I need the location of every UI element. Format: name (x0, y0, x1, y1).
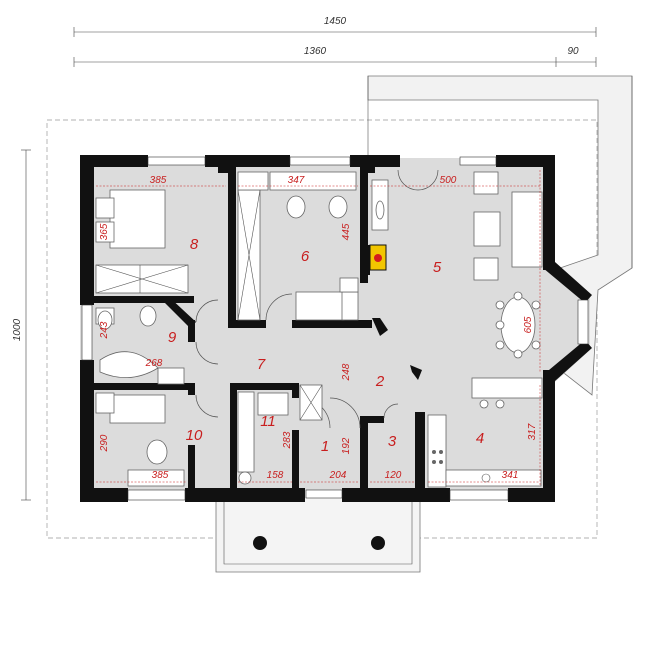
room-number-8: 8 (190, 236, 199, 253)
room-number-10: 10 (186, 427, 203, 444)
exterior-walls (80, 155, 592, 502)
dim-total-depth: 1000 (12, 318, 23, 341)
dim-room-9-depth: 243 (99, 321, 110, 339)
dim-room-10-depth: 290 (99, 434, 110, 452)
dim-room-4-width: 341 (502, 470, 519, 481)
room-dimension-lines (96, 170, 541, 486)
dim-total-width: 1450 (324, 16, 347, 27)
room-number-2: 2 (375, 373, 385, 390)
dim-hall-depth: 248 (341, 363, 352, 381)
dim-room-5-dining: 605 (523, 316, 534, 333)
room-number-4: 4 (476, 430, 484, 447)
dim-room-6-depth: 445 (341, 223, 352, 240)
room-number-3: 3 (388, 433, 397, 450)
dim-room-4-depth: 317 (527, 423, 538, 440)
interior-walls (94, 163, 425, 493)
chimney (360, 244, 387, 275)
room-number-11: 11 (260, 413, 276, 430)
dimension-lines (21, 27, 597, 501)
room-number-6: 6 (301, 248, 310, 265)
dim-room-10-width: 385 (152, 470, 169, 481)
room-number-1: 1 (321, 438, 329, 455)
dim-room-11-width: 158 (267, 470, 284, 481)
dim-room-9-width: 268 (145, 358, 163, 369)
dim-room-8-width: 385 (150, 175, 167, 186)
dim-room-6-width: 347 (288, 175, 305, 186)
dim-room-5-width: 500 (440, 175, 457, 186)
room-number-5: 5 (433, 259, 442, 276)
dim-room-1-depth: 192 (341, 437, 352, 454)
windows (81, 156, 589, 501)
dim-room-8-depth: 365 (99, 223, 110, 240)
room-number-9: 9 (168, 329, 177, 346)
dim-room-11-depth: 283 (282, 431, 293, 449)
dim-room-3-width: 120 (385, 470, 402, 481)
dim-extension: 90 (567, 46, 579, 57)
dim-room-1-width: 204 (329, 470, 347, 481)
room-number-7: 7 (257, 356, 266, 373)
dim-inner-width: 1360 (304, 46, 327, 57)
